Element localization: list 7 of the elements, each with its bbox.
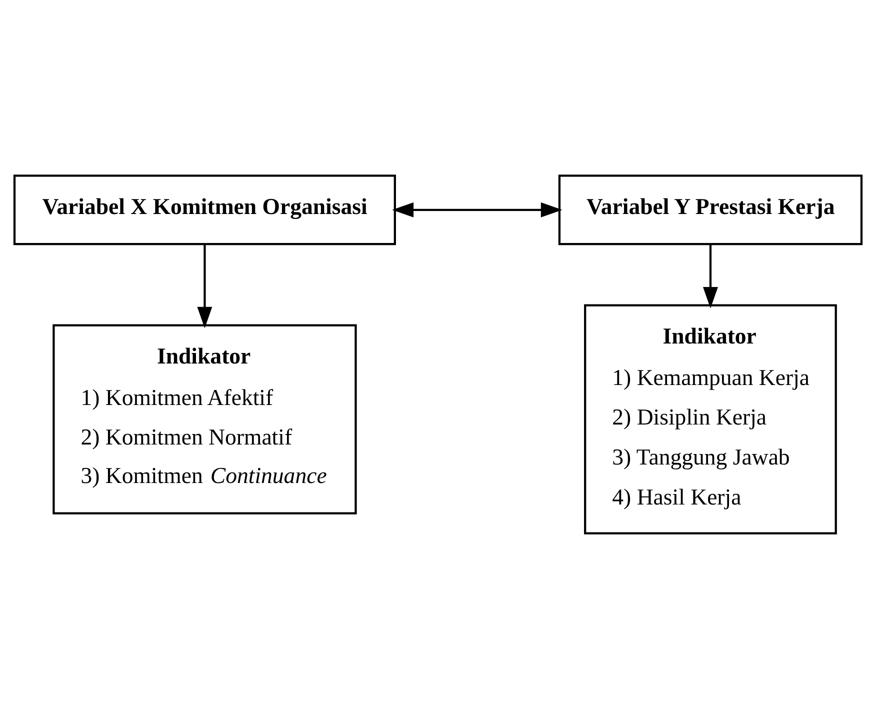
- node-box: Variabel X Komitmen Organisasi: [13, 174, 396, 246]
- node-box: Indikator 1) Kemampuan Kerja 2) Disiplin Kerja 3) Tanggung Jawab 4) Hasil Kerja: [584, 304, 837, 534]
- arrow: [197, 244, 212, 328]
- node-box: Indikator 1) Komitmen Afektif 2) Komitmen Normatif 3) Komitmen Continuance: [52, 324, 357, 514]
- arrow: [702, 244, 718, 308]
- arrow: [392, 202, 562, 218]
- node-box: Variabel Y Prestasi Kerja: [558, 174, 863, 246]
